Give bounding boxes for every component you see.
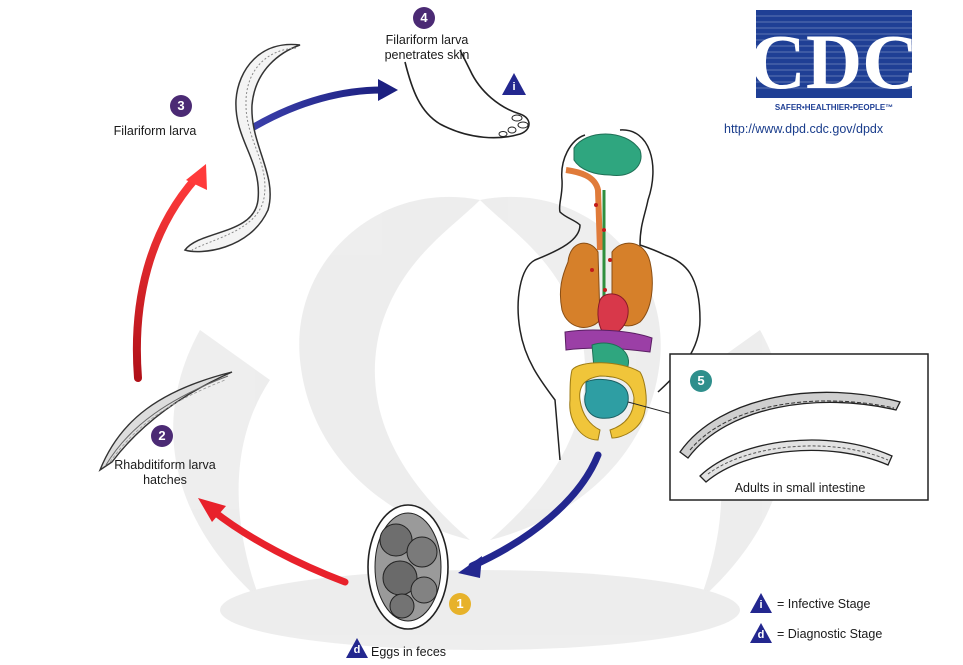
stage-3-badge: 3 — [170, 95, 192, 117]
egg-illustration — [368, 505, 448, 629]
stage-2-badge: 2 — [151, 425, 173, 447]
cdc-url: http://www.dpd.cdc.gov/dpdx — [724, 122, 883, 136]
stage-1-label: Eggs in feces — [371, 645, 481, 660]
stage-3-label: Filariform larva — [90, 124, 220, 139]
diagnostic-marker-letter: d — [345, 643, 369, 658]
cdc-logo-text: CDC — [756, 18, 912, 105]
stage-2-label-line1: Rhabditiform larva — [100, 458, 230, 473]
stage-4-badge: 4 — [413, 7, 435, 29]
legend-diagnostic-symbol: d — [749, 628, 773, 643]
legend-infective-text: = Infective Stage — [777, 597, 870, 611]
stage-5-badge: 5 — [690, 370, 712, 392]
legend-diagnostic-text: = Diagnostic Stage — [777, 627, 882, 641]
stage-2-label-line2: hatches — [100, 473, 230, 488]
infective-marker-letter: i — [501, 80, 527, 95]
stage-5-label: Adults in small intestine — [700, 481, 900, 496]
stage-4-label-line1: Filariform larva — [372, 33, 482, 48]
cdc-logo: CDC SAFER•HEALTHIER•PEOPLE™ — [756, 10, 912, 116]
legend-infective-symbol: i — [749, 598, 773, 613]
cdc-tagline: SAFER•HEALTHIER•PEOPLE™ — [775, 103, 893, 112]
stage-1-badge: 1 — [449, 593, 471, 615]
arrow-filariform-to-skin — [252, 79, 398, 128]
filariform-larva-illustration — [185, 44, 300, 251]
stage-4-label-line2: penetrates skin — [372, 48, 482, 63]
